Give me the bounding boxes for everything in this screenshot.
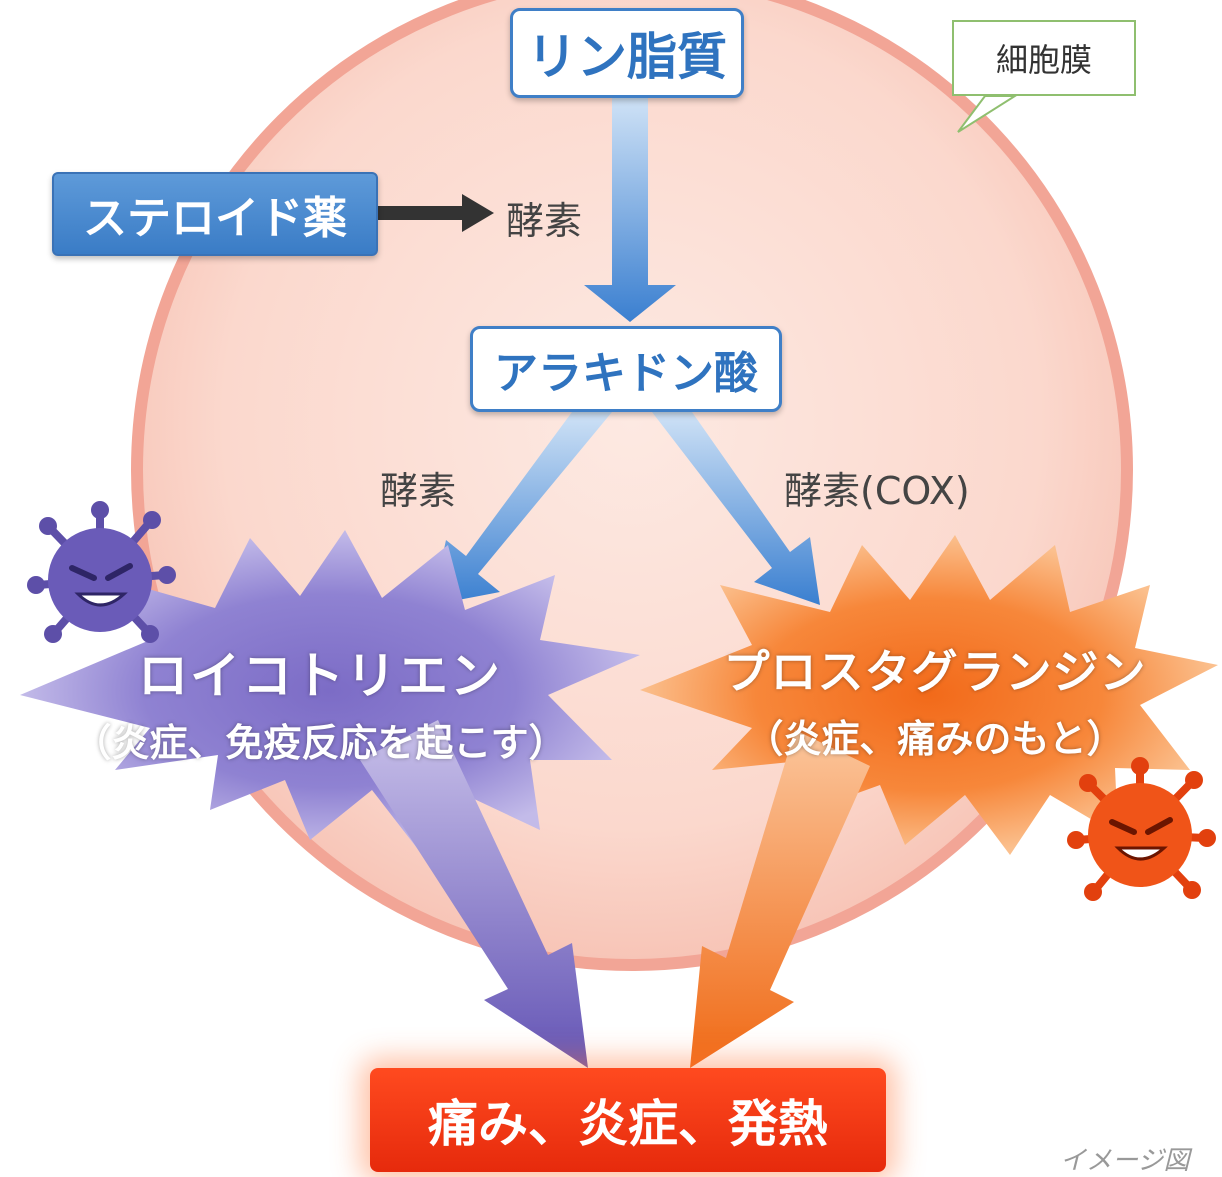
steroid-inhibit-line: [378, 206, 464, 220]
result-label: 痛み、炎症、発熱: [428, 1095, 828, 1153]
leukotriene-burst: [20, 530, 640, 852]
image-caption: イメージ図: [1060, 1146, 1190, 1176]
phospholipid-label: リン脂質: [527, 28, 727, 86]
membrane-callout: 細胞膜: [952, 20, 1136, 96]
steroid-label: ステロイド薬: [83, 193, 347, 244]
phospholipid-box: リン脂質: [510, 8, 744, 98]
arrow-lipid-to-arachidonic: [584, 98, 676, 322]
prostaglandin-text: プロスタグランジン （炎症、痛みのもと）: [700, 636, 1170, 763]
arrow-to-leukotriene: [432, 412, 612, 605]
virus-purple-icon: [27, 501, 176, 643]
prostaglandin-label: プロスタグランジン: [723, 645, 1147, 699]
leukotriene-note: （炎症、免疫反応を起こす）: [73, 721, 567, 765]
leukotriene-label: ロイコトリエン: [138, 647, 502, 705]
membrane-callout-pointer: [957, 95, 1019, 133]
result-box: 痛み、炎症、発熱: [370, 1068, 886, 1172]
enzyme-label-cox: 酵素(COX): [784, 469, 970, 513]
arrow-leukotriene-to-result: [360, 720, 588, 1068]
enzyme-label-top: 酵素: [506, 199, 583, 243]
arachidonic-acid-label: アラキドン酸: [494, 348, 758, 399]
prostaglandin-burst: [640, 535, 1218, 855]
membrane-label: 細胞膜: [995, 41, 1092, 79]
steroid-inhibit-arrowhead: [462, 194, 494, 232]
arachidonic-acid-box: アラキドン酸: [470, 326, 782, 412]
enzyme-label-left: 酵素: [380, 469, 457, 513]
arrow-prostaglandin-to-result: [690, 730, 870, 1068]
prostaglandin-note: （炎症、痛みのもと）: [745, 717, 1125, 761]
arrow-to-prostaglandin: [652, 412, 820, 605]
virus-red-icon: [1067, 757, 1216, 901]
steroid-box: ステロイド薬: [52, 172, 378, 256]
leukotriene-text: ロイコトリエン （炎症、免疫反応を起こす）: [40, 636, 600, 767]
